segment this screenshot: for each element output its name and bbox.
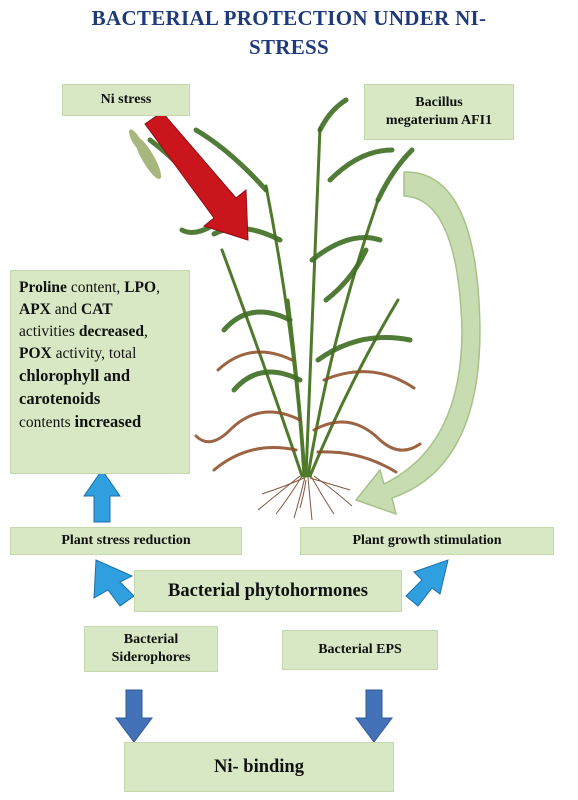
title-line-2: STRESS <box>248 35 330 59</box>
dry-leaves <box>194 350 422 474</box>
effects-line-3: activities decreased, <box>19 321 183 343</box>
bacterial-siderophores-box: Bacterial Siderophores <box>84 626 218 672</box>
chlorophyll-text: chlorophyll and <box>19 366 131 385</box>
increased-text: increased <box>74 412 142 431</box>
bacterial-eps-box: Bacterial EPS <box>282 630 438 670</box>
contents-text: contents <box>19 414 75 431</box>
ni-stress-box: Ni stress <box>62 84 190 116</box>
bacillus-line-2: megaterium AFI1 <box>385 113 493 128</box>
bacterial-phytohormones-box: Bacterial phytohormones <box>134 570 402 612</box>
and-text: and <box>50 301 81 318</box>
stems <box>220 126 400 478</box>
effects-line-6: carotenoids <box>19 388 183 411</box>
carotenoids-text: carotenoids <box>19 389 101 408</box>
siderophores-down-arrow <box>115 689 153 743</box>
comma-text: , <box>156 279 160 296</box>
content-text: content, <box>66 279 125 296</box>
eps-label: Bacterial EPS <box>318 642 402 657</box>
title-line-1: BACTERIAL PROTECTION UNDER NI- <box>91 6 487 30</box>
diagram-title: BACTERIAL PROTECTION UNDER NI- STRESS <box>0 4 578 62</box>
apx-text: APX <box>19 301 51 318</box>
effects-line-4: POX activity, total <box>19 343 183 365</box>
phytohormones-label: Bacterial phytohormones <box>168 580 368 601</box>
ni-stress-red-arrow <box>144 111 249 241</box>
decreased-text: decreased <box>78 323 144 340</box>
plant-growth-stimulation-box: Plant growth stimulation <box>300 527 554 555</box>
roots <box>257 475 353 521</box>
effects-line-7: contents increased <box>19 411 183 434</box>
left-diagonal-up-arrow <box>93 559 135 607</box>
stress-reduction-up-arrow <box>83 469 121 523</box>
growth-stimulation-label: Plant growth stimulation <box>352 533 502 548</box>
activities-text: activities <box>19 323 79 340</box>
comma-text-2: , <box>143 323 148 340</box>
bacillus-line-1: Bacillus <box>415 95 463 110</box>
plant-stress-reduction-box: Plant stress reduction <box>10 527 242 555</box>
cat-text: CAT <box>81 301 113 318</box>
pox-text: POX <box>19 345 52 362</box>
stress-effects-box: Proline content, LPO, APX and CAT activi… <box>10 270 190 474</box>
effects-line-1: Proline content, LPO, <box>19 277 183 299</box>
wheat-ear <box>129 129 162 179</box>
stress-reduction-label: Plant stress reduction <box>61 533 191 548</box>
bacillus-megaterium-box: Bacillus megaterium AFI1 <box>364 84 514 140</box>
proline-text: Proline <box>19 279 67 296</box>
activity-total-text: activity, total <box>51 345 137 362</box>
ni-stress-label: Ni stress <box>100 92 152 107</box>
effects-line-5: chlorophyll and <box>19 365 183 388</box>
siderophores-line-1: Bacterial <box>123 632 179 647</box>
eps-down-arrow <box>355 689 393 743</box>
lpo-text: LPO <box>124 279 157 296</box>
ni-binding-label: Ni- binding <box>214 756 304 777</box>
effects-line-2: APX and CAT <box>19 299 183 321</box>
right-diagonal-up-arrow <box>405 559 449 607</box>
bacillus-curved-green-arrow <box>354 171 481 516</box>
ni-binding-box: Ni- binding <box>124 742 394 792</box>
siderophores-line-2: Siderophores <box>111 650 191 665</box>
